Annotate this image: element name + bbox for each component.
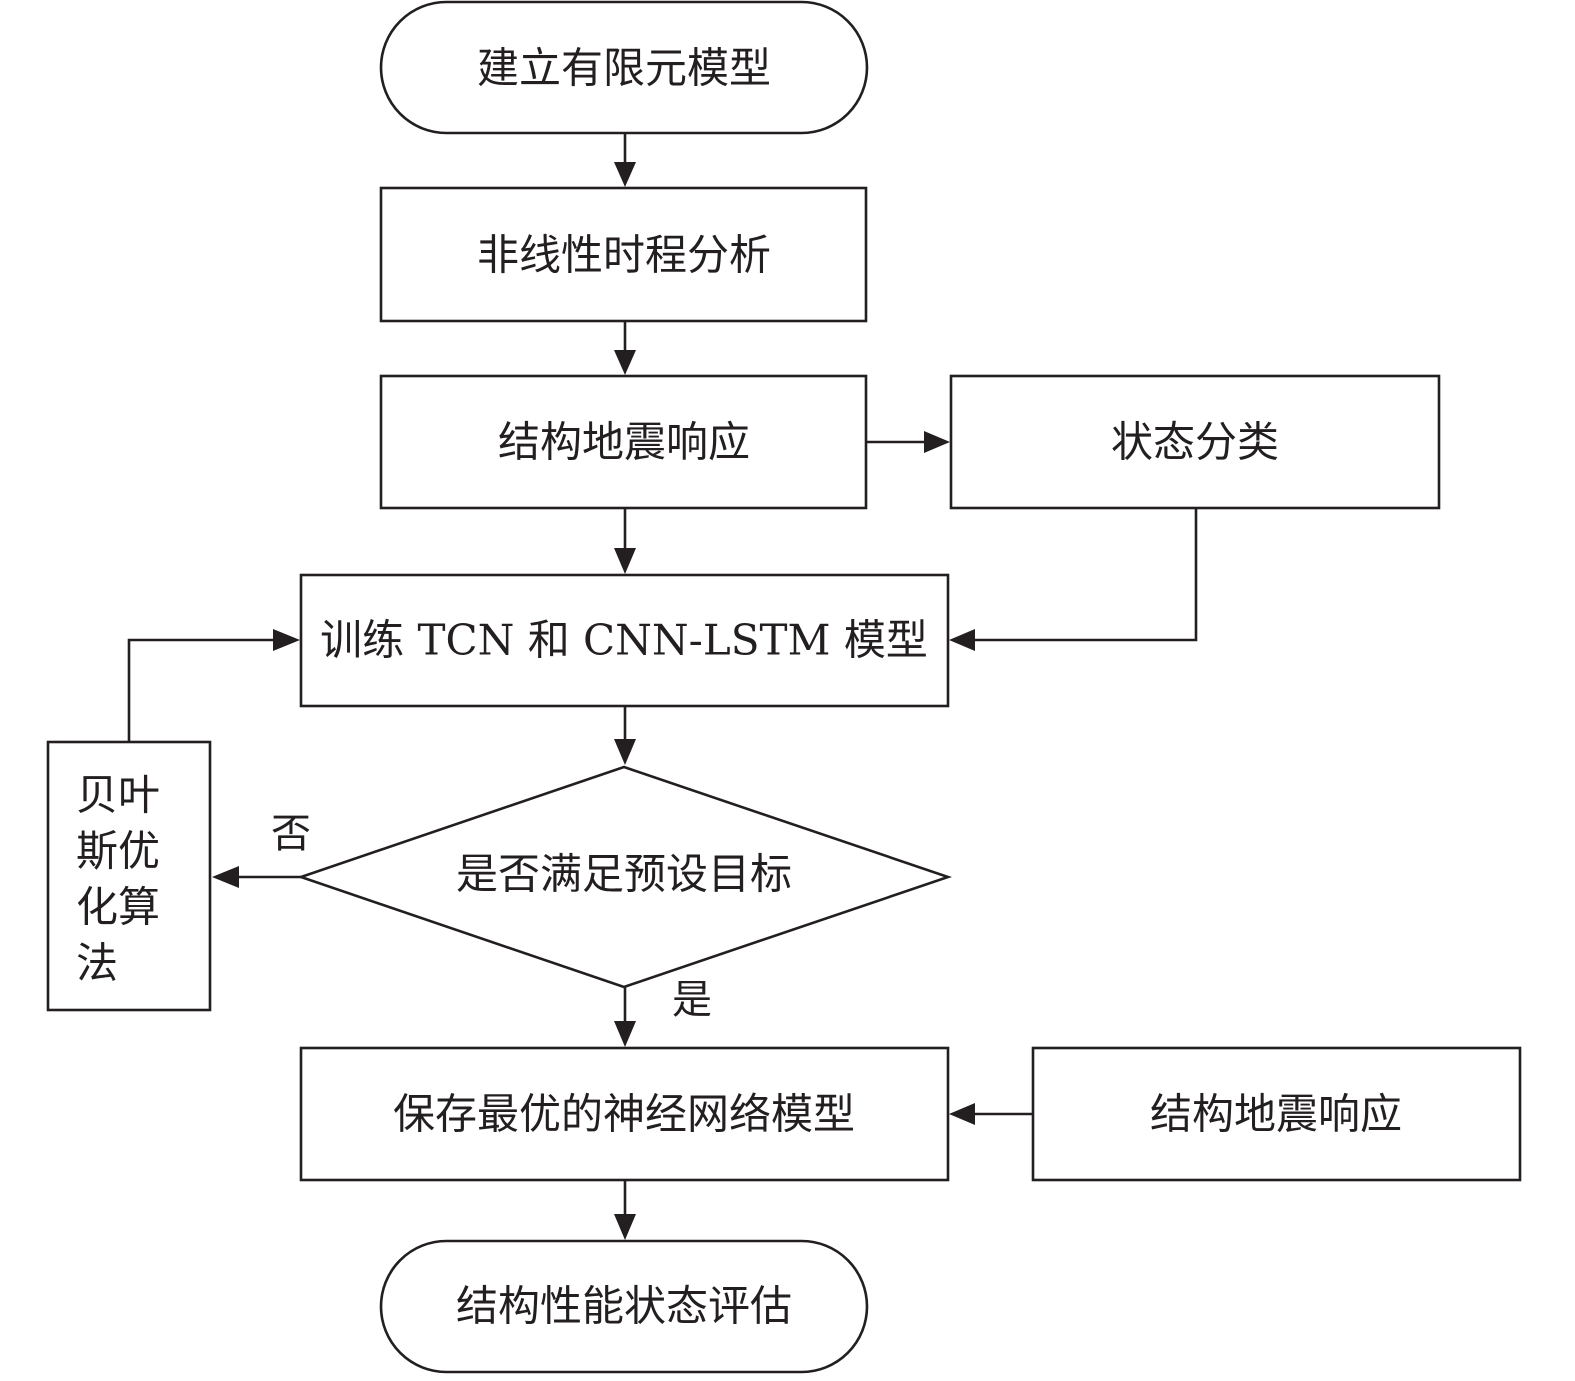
process-box xyxy=(949,374,1441,510)
node-goal-decision: 是否满足预设目标 xyxy=(296,765,953,989)
node-nonlinear-analysis: 非线性时程分析 xyxy=(379,186,868,323)
node-bayes-optimization: 贝叶 斯优 化算 法 xyxy=(46,740,212,1012)
process-box xyxy=(379,374,868,510)
terminator-shape xyxy=(379,1239,869,1374)
arrowhead-down xyxy=(614,350,636,375)
edges xyxy=(127,133,1198,1240)
node-label: 建立有限元模型 xyxy=(477,44,771,93)
node-label: 保存最优的神经网络模型 xyxy=(393,1090,855,1139)
node-label: 非线性时程分析 xyxy=(477,231,771,280)
edge-classification-to-train xyxy=(972,508,1198,642)
node-train-models: 训练 TCN 和 CNN-LSTM 模型 xyxy=(299,573,950,708)
arrowhead-left xyxy=(949,1103,975,1125)
node-seismic-response: 结构地震响应 xyxy=(379,374,868,510)
arrowhead-down xyxy=(614,1214,636,1240)
edge-label-yes: 是 xyxy=(672,977,712,1023)
node-label: 结构地震响应 xyxy=(1150,1090,1402,1139)
node-label: 训练 TCN 和 CNN-LSTM 模型 xyxy=(320,616,928,665)
node-label-line: 斯优 xyxy=(76,827,160,876)
node-label: 是否满足预设目标 xyxy=(456,850,792,899)
process-box xyxy=(299,573,950,708)
arrowhead-left xyxy=(212,866,239,888)
process-box xyxy=(1031,1046,1522,1182)
node-label: 结构地震响应 xyxy=(498,418,750,467)
edge-label-no: 否 xyxy=(271,811,311,857)
arrowhead-right xyxy=(924,431,950,453)
arrowhead-right xyxy=(273,629,300,651)
process-box xyxy=(299,1046,950,1182)
node-save-best-model: 保存最优的神经网络模型 xyxy=(299,1046,950,1182)
arrowhead-down xyxy=(614,162,636,187)
decision-diamond xyxy=(296,765,953,989)
arrowhead-down xyxy=(614,1021,636,1047)
node-evaluate-state: 结构性能状态评估 xyxy=(379,1239,869,1374)
node-build-fem: 建立有限元模型 xyxy=(379,0,869,135)
node-label: 结构性能状态评估 xyxy=(456,1282,792,1331)
arrowhead-down xyxy=(614,739,636,765)
terminator-shape xyxy=(379,0,869,135)
node-label-line: 贝叶 xyxy=(76,771,160,820)
node-label-line: 法 xyxy=(76,939,118,988)
node-label: 状态分类 xyxy=(1111,418,1279,467)
arrowhead-left xyxy=(949,629,975,651)
node-label-line: 化算 xyxy=(76,883,160,932)
edge-bayes-to-train xyxy=(127,638,276,742)
node-seismic-response-2: 结构地震响应 xyxy=(1031,1046,1522,1182)
node-state-classification: 状态分类 xyxy=(949,374,1441,510)
process-box xyxy=(46,740,212,1012)
process-box xyxy=(379,186,868,323)
arrowhead-down xyxy=(614,548,636,574)
